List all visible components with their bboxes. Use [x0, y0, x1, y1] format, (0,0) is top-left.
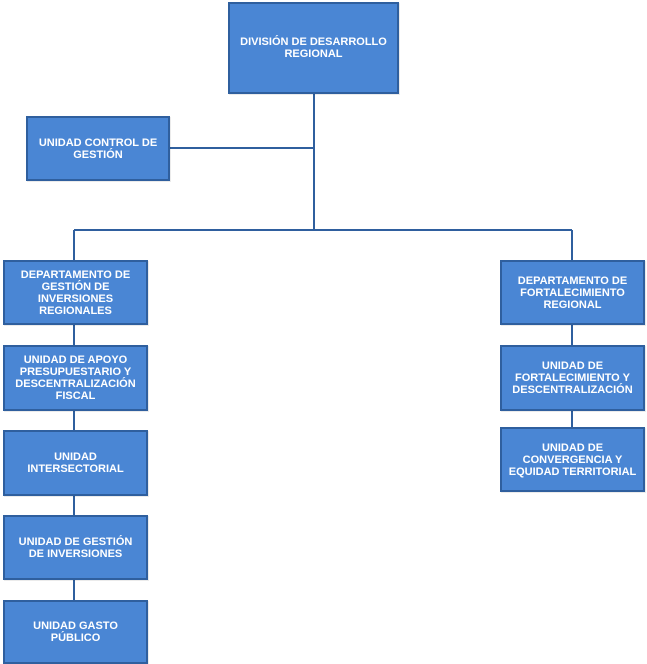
left-unit-label-3: UNIDAD DE GESTIÓN DE INVERSIONES: [18, 535, 133, 560]
right-unit-box-1: UNIDAD DE FORTALECIMIENTO Y DESCENTRALIZ…: [500, 345, 645, 411]
left-unit-label-4: UNIDAD GASTO PÚBLICO: [33, 620, 118, 644]
left-unit-box-1: UNIDAD DE APOYO PRESUPUESTARIO Y DESCENT…: [3, 345, 148, 411]
root-division-label: DIVISIÓN DE DESARROLLO REGIONAL: [240, 36, 387, 60]
left-department-label: DEPARTAMENTO DE GESTIÓN DE INVERSIONES R…: [20, 268, 131, 317]
right-unit-label-2: UNIDAD DE CONVERGENCIA Y EQUIDAD TERRITO…: [508, 441, 637, 478]
left-unit-box-2: UNIDAD INTERSECTORIAL: [3, 430, 148, 496]
left-department-box: DEPARTAMENTO DE GESTIÓN DE INVERSIONES R…: [3, 260, 148, 325]
staff-unit-label: UNIDAD CONTROL DE GESTIÓN: [38, 136, 158, 161]
left-unit-label-2: UNIDAD INTERSECTORIAL: [27, 451, 124, 475]
root-division-box: DIVISIÓN DE DESARROLLO REGIONAL: [228, 2, 399, 94]
right-unit-box-2: UNIDAD DE CONVERGENCIA Y EQUIDAD TERRITO…: [500, 427, 645, 492]
right-unit-label-1: UNIDAD DE FORTALECIMIENTO Y DESCENTRALIZ…: [512, 360, 633, 396]
right-department-label: DEPARTAMENTO DE FORTALECIMIENTO REGIONAL: [517, 274, 628, 311]
right-department-box: DEPARTAMENTO DE FORTALECIMIENTO REGIONAL: [500, 260, 645, 325]
left-unit-box-4: UNIDAD GASTO PÚBLICO: [3, 600, 148, 664]
staff-unit-box: UNIDAD CONTROL DE GESTIÓN: [26, 116, 170, 181]
left-unit-box-3: UNIDAD DE GESTIÓN DE INVERSIONES: [3, 515, 148, 580]
left-unit-label-1: UNIDAD DE APOYO PRESUPUESTARIO Y DESCENT…: [15, 354, 136, 402]
